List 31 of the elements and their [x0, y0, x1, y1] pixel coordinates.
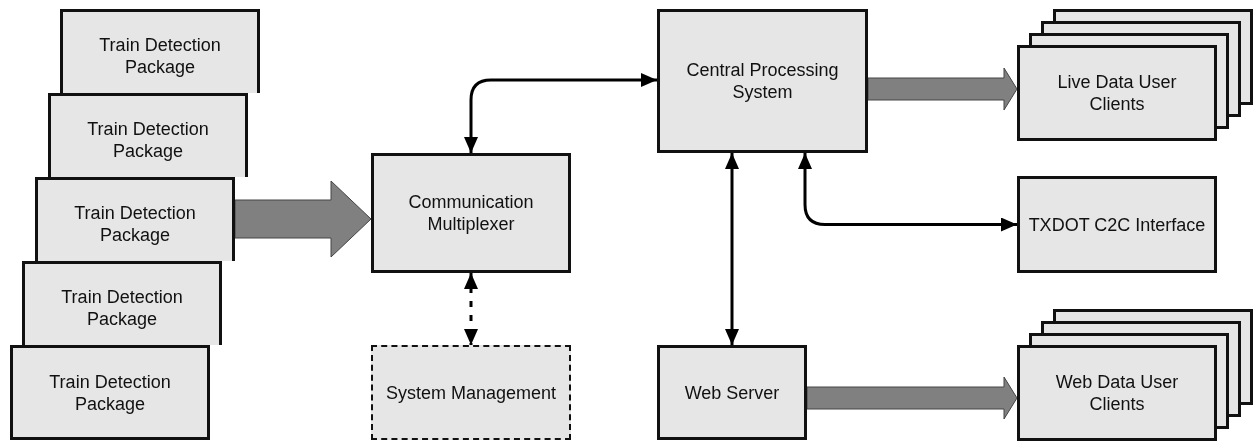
process-box [22, 261, 222, 345]
process-box [60, 9, 260, 93]
process-box [10, 345, 210, 440]
node-label: Train Detection Package [73, 201, 197, 246]
arrow [464, 273, 478, 345]
node-label: Web Server [683, 381, 781, 404]
node-label: Train Detection Package [98, 33, 222, 78]
process-box [1017, 176, 1217, 273]
block-arrow [806, 376, 1018, 420]
process-box [371, 153, 571, 273]
arrow [464, 73, 657, 153]
arrow [798, 153, 1017, 232]
node-label: Web Data User Clients [1054, 371, 1180, 415]
node-label: Live Data User Clients [1056, 71, 1178, 115]
node-label: TXDOT C2C Interface [1027, 213, 1207, 236]
node-label: Communication Multiplexer [407, 191, 535, 235]
dashed-process-box [371, 345, 571, 440]
arrow [725, 153, 739, 345]
process-box [35, 177, 235, 261]
stacked-client-boxes [1017, 9, 1253, 141]
block-arrow [867, 67, 1018, 111]
process-box [657, 345, 807, 440]
node-label: System Management [384, 381, 558, 404]
block-arrow [234, 180, 372, 258]
process-box [657, 9, 868, 153]
node-label: Train Detection Package [48, 370, 172, 415]
stacked-client-boxes [1017, 309, 1253, 441]
node-label: Train Detection Package [86, 117, 210, 162]
process-box [48, 93, 248, 177]
node-label: Central Processing System [685, 59, 840, 103]
node-label: Train Detection Package [60, 285, 184, 330]
